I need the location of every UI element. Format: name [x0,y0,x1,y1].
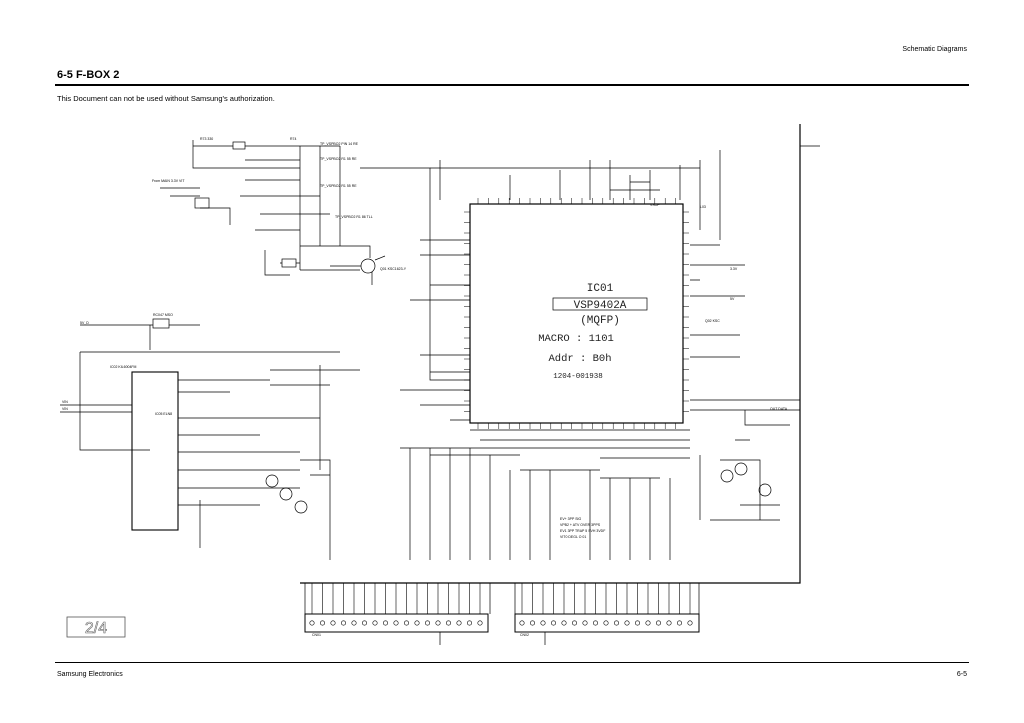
svg-text:IC05 ELN8: IC05 ELN8 [155,412,172,416]
authorization-notice: This Document can not be used without Sa… [57,94,275,103]
chip-address: Addr : B0h [548,353,611,365]
svg-text:TP_VSPBO2 R1 55 RE: TP_VSPBO2 R1 55 RE [320,157,357,161]
svg-text:IC02 KIL6004FM: IC02 KIL6004FM [110,365,137,369]
svg-text:R74: R74 [290,137,296,141]
footer-rule [55,662,969,663]
chip-package: (MQFP) [580,315,620,327]
svg-text:CN01: CN01 [312,633,321,637]
title-rule [55,84,969,86]
svg-text:VPB2 + ATV OVER 3PPS: VPB2 + ATV OVER 3PPS [560,523,601,527]
header-section-label: Schematic Diagrams [902,46,967,53]
chip-designator: IC01 [587,283,614,295]
svg-text:OUT DATA: OUT DATA [770,407,788,411]
svg-text:TP_VSPBO2 R1 86 TLL: TP_VSPBO2 R1 86 TLL [335,215,373,219]
svg-text:5V: 5V [730,297,735,301]
svg-text:VIT0 DEGL O 01: VIT0 DEGL O 01 [560,535,586,539]
svg-text:Q02 KSC: Q02 KSC [705,319,720,323]
chip-code: 1204-001938 [553,373,603,381]
svg-text:VSOP: VSOP [650,203,660,207]
svg-text:From MAIN 3.3V VIT: From MAIN 3.3V VIT [152,179,185,183]
svg-text:L03: L03 [700,205,706,209]
page-title: 6-5 F-BOX 2 [57,69,120,81]
sheet-marker: 2/4 [85,620,107,637]
svg-text:3.3V: 3.3V [730,267,738,271]
svg-text:Q01 KSC1623-Y: Q01 KSC1623-Y [380,267,407,271]
svg-text:RC047 MSO: RC047 MSO [153,313,173,317]
footer-company: Samsung Electronics [57,671,123,678]
chip-macro: MACRO : 1101 [538,333,614,345]
svg-text:EV+ 3PP SIG: EV+ 3PP SIG [560,517,582,521]
svg-text:VIN: VIN [62,400,68,404]
svg-text:VIN: VIN [62,407,68,411]
svg-text:R73 330: R73 330 [200,137,213,141]
svg-text:5V_D: 5V_D [80,321,89,325]
svg-text:TP_VSPBO2 R1 55 RE: TP_VSPBO2 R1 55 RE [320,184,357,188]
chip-part-number: VSP9402A [574,300,627,312]
svg-text:CN02: CN02 [520,633,529,637]
svg-text:EV1 3PP TRAP 5 SVH 3VDF: EV1 3PP TRAP 5 SVH 3VDF [560,529,605,533]
footer-page-number: 6-5 [956,671,967,678]
sheet-marker-box [66,616,126,638]
svg-text:TP_VSPBO2 PIN 14 RE: TP_VSPBO2 PIN 14 RE [320,142,359,146]
